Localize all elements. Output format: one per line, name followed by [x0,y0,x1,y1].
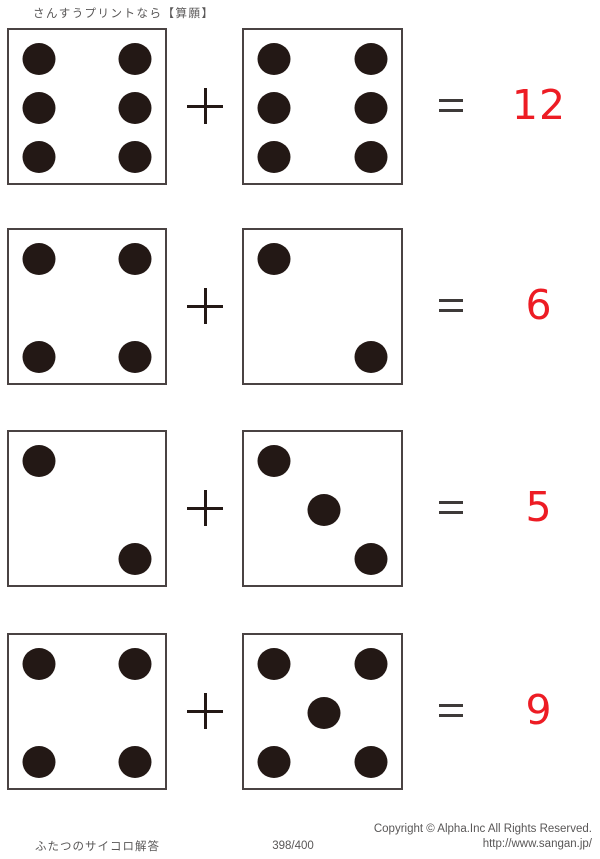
problem-row-1: 12 [0,28,600,186]
die-pip [257,243,291,276]
die-pip [22,745,56,778]
equals-icon [439,501,463,514]
equals-icon [439,704,463,717]
die-pip [118,745,152,778]
plus-icon [187,490,223,526]
copyright-line: Copyright © Alpha.Inc All Rights Reserve… [373,823,592,835]
die-pip [257,745,291,778]
plus-icon [187,288,223,324]
die-pip [118,648,152,681]
problem-row-4: 9 [0,633,600,791]
problem-row-3: 5 [0,430,600,588]
equals-icon [439,99,463,112]
left-die [7,633,167,790]
die-pip [22,140,56,173]
die-pip [257,648,291,681]
die-pip [118,542,152,575]
left-die [7,28,167,185]
die-pip [118,43,152,76]
die-pip [354,745,388,778]
equals-icon [439,299,463,312]
die-pip [307,494,341,527]
die-pip [118,140,152,173]
answer-value: 9 [525,686,553,734]
die-pip [22,445,56,478]
header-site-note: さんすうプリントなら【算願】 [33,8,215,20]
die-pip [257,43,291,76]
die-pip [354,340,388,373]
die-pip [118,340,152,373]
right-die [242,28,403,185]
site-url: http://www.sangan.jp/ [482,838,592,850]
die-pip [354,542,388,575]
die-pip [257,445,291,478]
left-die [7,430,167,587]
die-pip [257,92,291,125]
left-die [7,228,167,385]
right-die [242,430,403,587]
die-pip [118,92,152,125]
die-pip [354,140,388,173]
die-pip [307,697,341,730]
answer-value: 6 [525,281,553,329]
die-pip [22,340,56,373]
die-pip [22,648,56,681]
problem-row-2: 6 [0,228,600,386]
plus-icon [187,88,223,124]
right-die [242,633,403,790]
plus-icon [187,693,223,729]
footer-worksheet-title: ふたつのサイコロ解答 [35,841,160,853]
footer-copyright: Copyright © Alpha.Inc All Rights Reserve… [374,822,592,852]
die-pip [118,243,152,276]
die-pip [257,140,291,173]
die-pip [354,648,388,681]
die-pip [22,43,56,76]
die-pip [22,243,56,276]
die-pip [354,43,388,76]
answer-value: 12 [511,81,567,129]
answer-value: 5 [525,483,553,531]
right-die [242,228,403,385]
die-pip [22,92,56,125]
footer-page-number: 398/400 [272,840,314,852]
die-pip [354,92,388,125]
